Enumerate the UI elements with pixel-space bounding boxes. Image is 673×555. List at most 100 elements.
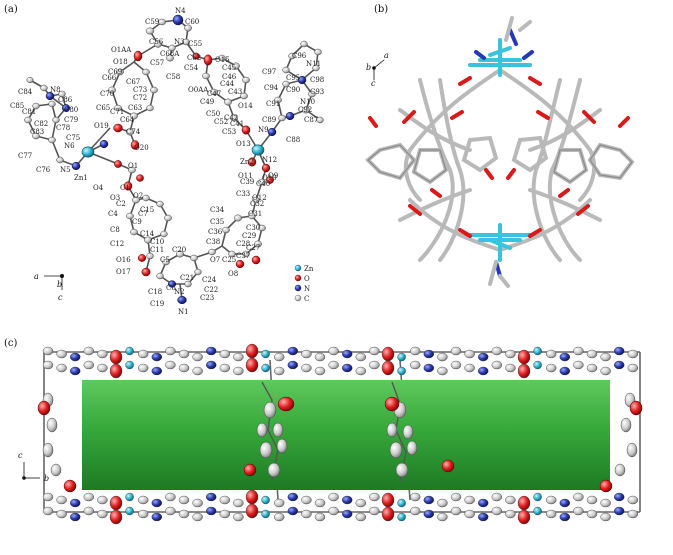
svg-text:C28: C28 [236,240,250,248]
svg-text:C37: C37 [236,252,250,260]
svg-text:C20: C20 [172,246,186,254]
svg-text:C55: C55 [188,40,202,48]
panel-c-atom-c [437,512,448,522]
svg-text:C54: C54 [184,64,199,72]
panel-c-atom-c [165,346,176,356]
svg-text:O8: O8 [228,270,238,278]
svg-text:C76: C76 [36,166,51,174]
panel-c-atom-c [491,506,502,516]
panel-a-axis-y2: c [58,293,63,302]
svg-text:C70: C70 [100,90,114,98]
panel-c-atom-c [369,492,380,502]
svg-text:O18: O18 [113,58,128,66]
svg-text:C4: C4 [108,210,118,218]
panel-c-atom-c [586,509,598,519]
panel-c-atom-n [69,366,81,376]
svg-text:C52: C52 [214,118,228,126]
svg-text:C18: C18 [148,288,162,296]
panel-c-atom-c [178,509,190,519]
svg-text:C72: C72 [133,94,147,102]
panel-c-atom-n [69,498,81,508]
panel-c-atom-c [233,366,244,376]
svg-text:C84: C84 [18,88,33,96]
legend-c-swatch [294,294,302,302]
panel-c-atom-c [56,495,67,505]
svg-text:C74: C74 [126,128,141,136]
legend-zn-swatch [294,264,302,272]
svg-text:C92: C92 [298,106,312,114]
svg-text:C31: C31 [248,210,262,218]
panel-c-atom-n [478,352,489,362]
svg-text:C27: C27 [246,244,260,252]
panel-c-atom-c [573,346,584,356]
panel-c-atom-c [328,492,339,502]
svg-text:O15: O15 [215,56,230,64]
panel-c-axis-triad [22,462,40,480]
svg-text:C32: C32 [250,200,264,208]
panel-c-atom-n [614,492,625,502]
panel-c-atom-c [137,495,149,505]
panel-c-atom-c [83,346,95,356]
panel-c-atom-c [355,512,366,522]
legend-n-label: N [304,285,310,293]
svg-text:C45: C45 [222,64,236,72]
panel-c-atom-c [600,366,611,376]
panel-c-atom-c [328,506,339,516]
svg-text:C58: C58 [166,73,180,81]
svg-text:C67: C67 [126,78,140,86]
svg-text:C25: C25 [222,256,236,264]
panel-c-atom-c [328,360,339,370]
svg-text:C23: C23 [200,294,214,302]
panel-c-atom-n [423,509,434,519]
panel-c-atom-n [614,346,625,356]
panel-c-atom-c [56,349,67,359]
panel-c-atom-c [450,506,462,516]
panel-c-atom-zn [397,512,406,522]
svg-text:C93: C93 [310,88,324,96]
panel-c-atom-zn [533,360,542,370]
panel-c-atom-c [437,366,448,376]
panel-c-atom-n [69,512,81,522]
panel-c-atom-c [573,506,584,516]
panel-c-atom-zn [533,506,542,516]
svg-text:C19: C19 [150,300,164,308]
panel-c-atom-c [219,509,231,519]
svg-text:C85: C85 [10,102,24,110]
panel-a-axis-y1: b [57,280,62,289]
panel-c-atom-zn [125,506,134,516]
panel-c-atom-c [491,346,502,356]
panel-c-atom-c [233,498,244,508]
panel-a-structure: C59 N4 C60 N3 C55 C56 C68A O1AA O18 C57 … [10,7,324,316]
svg-text:C50: C50 [206,110,220,118]
svg-text:C57: C57 [150,59,164,67]
panel-c-atom-c [450,346,462,356]
svg-text:C30: C30 [246,224,260,232]
panel-c-atom-c [97,363,108,373]
panel-c-atom-c [450,360,462,370]
panel-c-atom-c [314,498,326,508]
svg-text:N10: N10 [300,98,315,106]
panel-c-atom-n [423,349,434,359]
panel-c-atom-c [410,506,421,516]
panel-c-atom-c [301,349,312,359]
svg-text:C29: C29 [242,232,256,240]
panel-c-atom-c [192,366,203,376]
panel-c-atom-o [381,492,395,508]
svg-text:N9: N9 [258,126,269,134]
panel-c-atom-zn [261,349,270,359]
panel-c-atom-c [369,360,380,370]
panel-c-atom-n [342,495,353,505]
svg-text:C75: C75 [66,134,80,142]
panel-c-atom-c [314,366,326,376]
svg-text:C86: C86 [58,96,73,104]
svg-text:O1AA: O1AA [111,46,132,54]
panel-c-atom-n [287,346,298,356]
panel-c-atom-c [274,498,285,508]
svg-text:C8: C8 [110,226,120,234]
panel-c-atom-c [178,495,190,505]
svg-text:C10: C10 [150,238,164,246]
panel-c-atom-n [342,363,353,373]
svg-text:O4: O4 [93,184,104,192]
svg-text:C12: C12 [110,240,124,248]
panel-c-atom-zn [261,363,270,373]
